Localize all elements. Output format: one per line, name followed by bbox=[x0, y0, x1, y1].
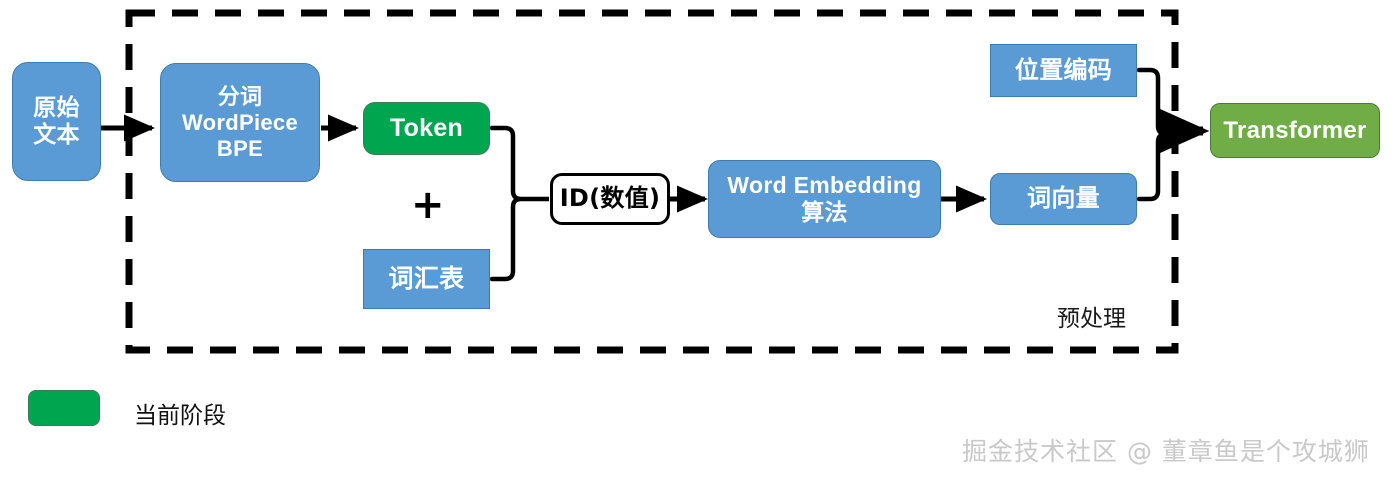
node-tokenizer[interactable]: 分词 WordPiece BPE bbox=[160, 63, 320, 182]
word-embedding-line2: 算法 bbox=[801, 199, 848, 226]
legend-label-text: 当前阶段 bbox=[134, 403, 226, 429]
preprocess-dashed-region bbox=[125, 9, 1179, 354]
watermark: 掘金技术社区 @ 董章鱼是个攻城狮 bbox=[962, 432, 1370, 468]
position-encoding-label: 位置编码 bbox=[1014, 55, 1113, 84]
id-numeric-label: ID(数值) bbox=[559, 184, 661, 213]
preprocess-region-label: 预处理 bbox=[1057, 299, 1126, 333]
plus-glyph: + bbox=[411, 182, 445, 228]
bracket-posenc-wordvector bbox=[1136, 67, 1167, 202]
bracket-token-vocab bbox=[489, 125, 522, 282]
transformer-label: Transformer bbox=[1223, 116, 1367, 144]
raw-text-line1: 原始 bbox=[33, 95, 80, 122]
token-label: Token bbox=[389, 114, 464, 143]
node-vocabulary[interactable]: 词汇表 bbox=[363, 249, 490, 309]
node-position-encoding[interactable]: 位置编码 bbox=[990, 44, 1137, 97]
legend-color-swatch bbox=[28, 390, 100, 426]
preprocess-label-text: 预处理 bbox=[1057, 306, 1126, 332]
word-vector-label: 词向量 bbox=[1027, 184, 1100, 213]
plus-operator: + bbox=[411, 185, 445, 225]
tokenizer-line1: 分词 bbox=[217, 85, 263, 111]
raw-text-line2: 文本 bbox=[33, 121, 80, 148]
node-token[interactable]: Token bbox=[363, 102, 490, 155]
tokenizer-line2: WordPiece bbox=[182, 110, 298, 136]
watermark-text: 掘金技术社区 @ 董章鱼是个攻城狮 bbox=[962, 437, 1370, 466]
node-word-embedding[interactable]: Word Embedding 算法 bbox=[708, 160, 941, 238]
node-raw-text[interactable]: 原始 文本 bbox=[12, 62, 101, 181]
node-word-vector[interactable]: 词向量 bbox=[990, 173, 1137, 225]
vocabulary-label: 词汇表 bbox=[388, 263, 465, 293]
tokenizer-line3: BPE bbox=[216, 135, 264, 161]
node-id-numeric[interactable]: ID(数值) bbox=[550, 173, 670, 225]
legend-label: 当前阶段 bbox=[134, 396, 226, 430]
node-transformer[interactable]: Transformer bbox=[1210, 103, 1380, 158]
word-embedding-line1: Word Embedding bbox=[727, 172, 922, 199]
